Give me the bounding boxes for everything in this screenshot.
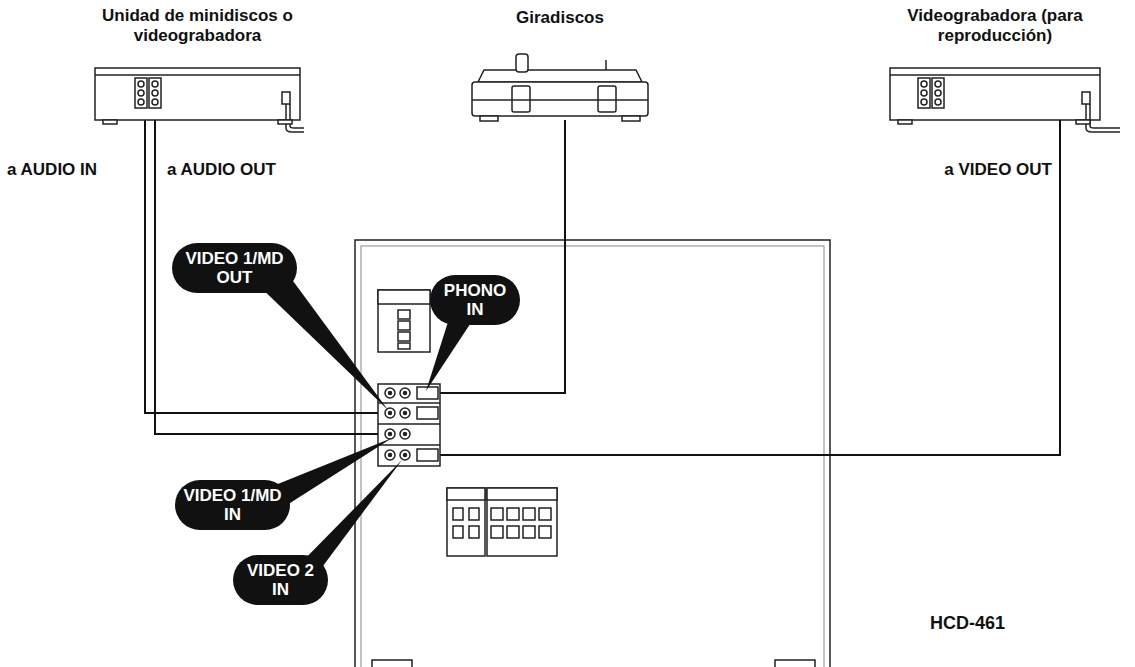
- vcr-deck: [890, 68, 1120, 132]
- audio-cable: [145, 120, 378, 413]
- cable-label: a AUDIO OUT: [165, 160, 278, 180]
- cable-label: a AUDIO IN: [5, 160, 99, 180]
- jack-name: VIDEO 1/MD OUT: [180, 249, 289, 287]
- audio-cable: [440, 120, 565, 393]
- audio-cable: [155, 120, 378, 434]
- jack-callout: VIDEO 1/MD IN: [175, 480, 290, 530]
- jack-name: PHONO IN: [438, 281, 512, 319]
- device-name: Unidad de minidiscos o videograbadora: [90, 6, 305, 46]
- device-name: Giradiscos: [475, 8, 645, 28]
- md-deck: [95, 68, 304, 132]
- cable-label: a VIDEO OUT: [942, 160, 1054, 180]
- jack-name: VIDEO 1/MD IN: [183, 486, 282, 524]
- main-unit: [355, 240, 830, 667]
- audio-cable: [440, 120, 1060, 455]
- jack-callout: PHONO IN: [430, 275, 520, 325]
- device-name: Videograbadora (para reproducción): [905, 6, 1085, 46]
- turntable-node: Giradiscos: [472, 8, 648, 120]
- md-deck-node: Unidad de minidiscos o videograbadora: [95, 6, 300, 120]
- turntable: [472, 54, 648, 121]
- jack-callout: VIDEO 2 IN: [233, 555, 328, 605]
- vcr-node: Videograbadora (para reproducción): [890, 6, 1100, 120]
- model-name: HCD-461: [930, 613, 1005, 634]
- main-unit-node: HCD-461VIDEO 1/MD OUTPHONO INVIDEO 1/MD …: [355, 240, 830, 667]
- jack-callout: VIDEO 1/MD OUT: [172, 243, 297, 293]
- jack-name: VIDEO 2 IN: [241, 561, 320, 599]
